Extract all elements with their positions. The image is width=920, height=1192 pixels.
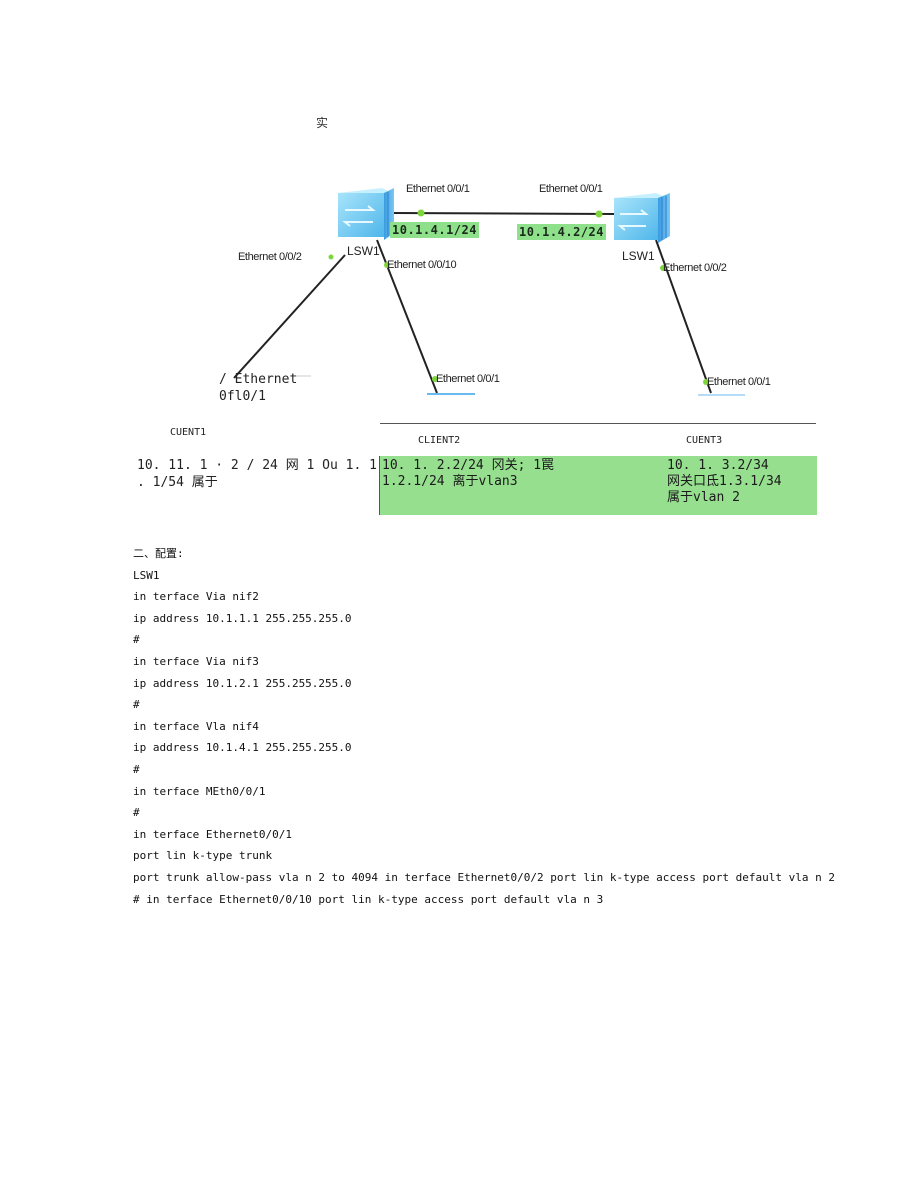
device-label-lsw1: LSW1 — [347, 244, 380, 258]
client3-line: 10. 1. 3.2/34 — [667, 458, 769, 473]
highlighted-client-cells — [379, 456, 817, 515]
port-dot-lsw2-e001 — [595, 210, 603, 218]
config-line: ip address 10.1.4.1 255.255.255.0 — [133, 741, 352, 755]
client3-line: 网关口氐1.3.1/34 — [667, 474, 782, 489]
client1-line: 10. 11. 1 · 2 / 24 网 1 Ou 1. 1 — [137, 458, 377, 473]
link-lsw1-lsw2 — [391, 212, 615, 215]
config-line: # — [133, 633, 140, 647]
switch-icon-lsw2 — [614, 193, 670, 243]
config-line: # — [133, 698, 140, 712]
config-line: in terface Via nif3 — [133, 654, 259, 668]
port-label-client1-line1: / Ethernet — [219, 372, 298, 387]
config-line: # — [133, 762, 140, 776]
client-header-1: CUENT1 — [170, 427, 207, 438]
config-line: # — [133, 806, 140, 820]
client1-description: 10. 11. 1 · 2 / 24 网 1 Ou 1. 1 . 1/54 属于 — [137, 457, 377, 491]
client3-line: 属于vlan 2 — [667, 490, 740, 505]
table-separator — [380, 423, 816, 424]
port-label-client2: Ethernet 0/0/1 — [436, 373, 500, 385]
config-line: ip address 10.1.2.1 255.255.255.0 — [133, 676, 352, 690]
port-label-lsw2-uplink: Ethernet 0/0/1 — [539, 183, 603, 195]
port-dot-lsw1-e001 — [417, 209, 425, 217]
port-label-client1: / Ethernet 0fl0/1 — [219, 371, 297, 405]
config-line: LSW1 — [133, 568, 160, 582]
port-dot-client2 — [432, 376, 438, 382]
config-line: ip address 10.1.1.1 255.255.255.0 — [133, 611, 352, 625]
port-dot-lsw2-e002 — [660, 265, 666, 271]
client-header-2: CLIENT2 — [418, 435, 461, 446]
config-line: in terface Vla nif4 — [133, 719, 259, 733]
port-label-client1-line2: 0fl0/1 — [219, 389, 266, 404]
port-label-client3: Ethernet 0/0/1 — [707, 376, 771, 388]
client-header-3: CUENT3 — [686, 435, 723, 446]
config-line: # in terface Ethernet0/0/10 port lin k-t… — [133, 892, 604, 906]
config-line: in terface MEth0/0/1 — [133, 784, 266, 798]
config-line: in terface Via nif2 — [133, 590, 259, 604]
client2-line: 10. 1. 2.2/24 冈关; 1罠 — [382, 458, 555, 473]
ip-tag-lsw1: 10.1.4.1/24 — [390, 222, 479, 238]
port-label-lsw2-e002: Ethernet 0/0/2 — [663, 262, 727, 274]
link-lsw2-client3 — [655, 239, 712, 394]
port-label-lsw1-e002: Ethernet 0/0/2 — [238, 251, 302, 263]
heading-fragment: 实 — [316, 116, 329, 130]
client2-line: 1.2.1/24 离于vlan3 — [382, 474, 518, 489]
config-line: port lin k-type trunk — [133, 849, 273, 863]
config-line: port trunk allow-pass vla n 2 to 4094 in… — [133, 870, 835, 884]
port-dot-lsw1-e002 — [328, 254, 334, 260]
port-label-lsw1-e0010: Ethernet 0/0/10 — [387, 259, 457, 271]
client3-description: 10. 1. 3.2/34 网关口氐1.3.1/34 属于vlan 2 — [667, 458, 782, 506]
client2-description: 10. 1. 2.2/24 冈关; 1罠 1.2.1/24 离于vlan3 — [382, 458, 554, 490]
port-dot-lsw1-e0010 — [384, 262, 390, 268]
config-section-title: 二、配置: — [133, 547, 184, 560]
switch-icon-lsw1 — [338, 188, 394, 240]
client1-line: . 1/54 属于 — [137, 475, 218, 490]
config-line: in terface Ethernet0/0/1 — [133, 827, 292, 841]
device-label-lsw2: LSW1 — [622, 249, 655, 263]
ip-tag-lsw2: 10.1.4.2/24 — [517, 224, 606, 240]
config-section: 二、配置: LSW1 in terface Via nif2 ip addres… — [133, 543, 835, 910]
port-label-lsw1-uplink: Ethernet 0/0/1 — [406, 183, 470, 195]
link-lsw1-client1 — [233, 254, 346, 379]
network-topology-diagram — [233, 188, 745, 396]
port-dot-client3 — [703, 379, 709, 385]
